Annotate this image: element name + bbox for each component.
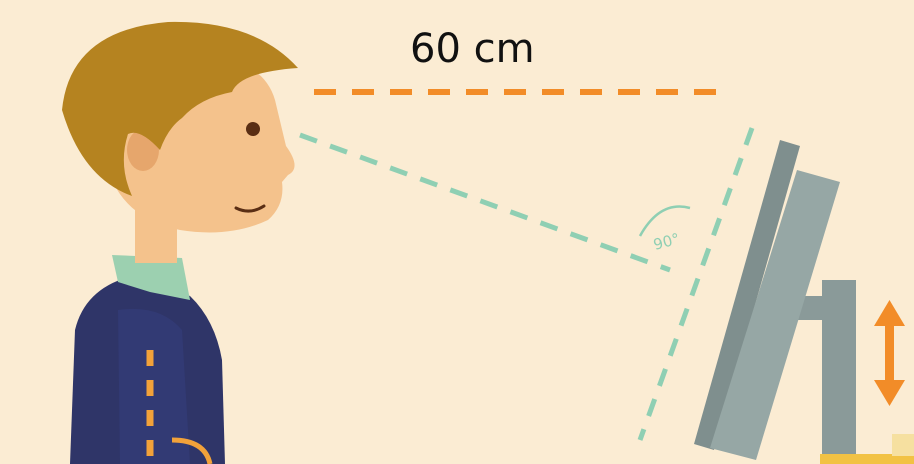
eye — [246, 122, 260, 136]
distance-label: 60 cm — [410, 26, 535, 72]
desk-item — [892, 434, 914, 456]
